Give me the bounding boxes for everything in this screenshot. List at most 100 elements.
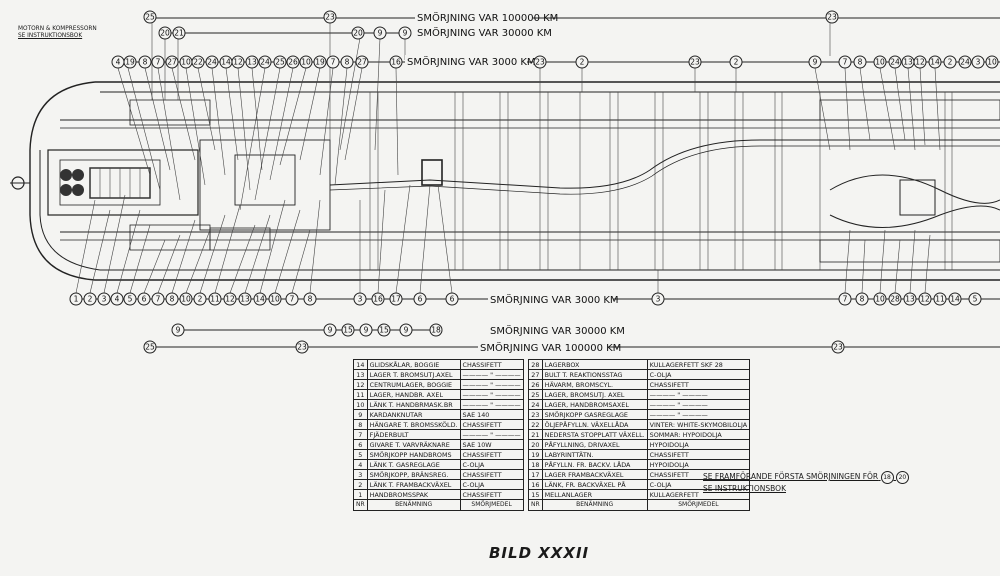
marker-3000-top-right-10: 10 bbox=[985, 55, 999, 69]
marker-3000-bottom-left-18: 16 bbox=[371, 292, 385, 306]
svg-text:7: 7 bbox=[843, 58, 848, 67]
legend-right-nr: 16 bbox=[528, 479, 543, 490]
svg-text:7: 7 bbox=[290, 295, 295, 304]
label-3000-bottom: SMÖRJNING VAR 3000 KM bbox=[490, 293, 619, 306]
svg-text:12: 12 bbox=[915, 58, 925, 67]
marker-3000-bottom-6b: 6 bbox=[445, 292, 459, 306]
legend-left-name: HÄNGARE T. BROMSSKÖLD. bbox=[366, 419, 461, 430]
svg-text:12: 12 bbox=[233, 58, 243, 67]
legend-left-lubricant: C-OLJA bbox=[459, 479, 524, 490]
svg-text:10: 10 bbox=[875, 58, 885, 67]
svg-text:19: 19 bbox=[125, 58, 135, 67]
svg-text:25: 25 bbox=[275, 58, 285, 67]
svg-text:9: 9 bbox=[404, 326, 409, 335]
marker-3000-bottom-right-6: 11 bbox=[933, 292, 947, 306]
svg-text:13: 13 bbox=[903, 58, 913, 67]
svg-text:9: 9 bbox=[403, 29, 408, 38]
marker-3000-top-mid-2: 23 bbox=[688, 55, 702, 69]
legend-left-name: KARDANKNUTAR bbox=[366, 409, 461, 420]
svg-text:3: 3 bbox=[656, 295, 661, 304]
marker-3000-top-left-5: 10 bbox=[179, 55, 193, 69]
marker-30000-bottom-1: 9 bbox=[323, 323, 337, 337]
marker-3000-bottom-left-15: 7 bbox=[285, 292, 299, 306]
legend-left-header-name: BENÄMNING bbox=[366, 499, 461, 511]
marker-30000-bottom-4: 15 bbox=[377, 323, 391, 337]
svg-text:8: 8 bbox=[308, 295, 313, 304]
legend-left-lubricant: ———— " ———— bbox=[459, 399, 524, 410]
marker-3000-top-right-6: 14 bbox=[928, 55, 942, 69]
svg-text:10: 10 bbox=[270, 295, 280, 304]
label-3000-top: SMÖRJNING VAR 3000 KM bbox=[407, 55, 536, 68]
svg-text:27: 27 bbox=[357, 58, 367, 67]
svg-text:26: 26 bbox=[288, 58, 298, 67]
svg-text:24: 24 bbox=[260, 58, 270, 67]
legend-right-nr: 27 bbox=[528, 369, 543, 380]
marker-30000-bottom-2: 15 bbox=[341, 323, 355, 337]
marker-3000-top-left-1: 19 bbox=[123, 55, 137, 69]
marker-3000-top-right-3: 24 bbox=[888, 55, 902, 69]
marker-3000-bottom-left-20: 6 bbox=[413, 292, 427, 306]
svg-text:25: 25 bbox=[145, 343, 155, 352]
legend-right-lubricant: C-OLJA bbox=[646, 369, 751, 380]
note-ref-20: 20 bbox=[895, 471, 909, 484]
marker-3000-top-left-19: 16 bbox=[389, 55, 403, 69]
svg-text:13: 13 bbox=[240, 295, 250, 304]
note-line-1-text: SE FRAMFÖRANDE FÖRSTA SMÖRJNINGEN FÖR bbox=[703, 472, 879, 481]
marker-3000-bottom-left-4: 5 bbox=[123, 292, 137, 306]
svg-text:8: 8 bbox=[860, 295, 865, 304]
legend-left-nr: 12 bbox=[353, 379, 368, 390]
marker-30000-top-2: 20 bbox=[351, 26, 365, 40]
svg-text:3: 3 bbox=[976, 58, 981, 67]
legend-left-nr: 1 bbox=[353, 489, 368, 500]
marker-3000-top-left-12: 25 bbox=[273, 55, 287, 69]
svg-text:2: 2 bbox=[88, 295, 93, 304]
svg-text:22: 22 bbox=[193, 58, 203, 67]
legend-right-name: BULT T. REAKTIONSSTAG bbox=[541, 369, 648, 380]
motor-note-line-1: MOTORN & KOMPRESSORN bbox=[18, 26, 97, 32]
svg-text:20: 20 bbox=[160, 29, 170, 38]
marker-3000-top-left-17: 8 bbox=[340, 55, 354, 69]
svg-text:12: 12 bbox=[225, 295, 235, 304]
marker-3000-bottom-right-0: 7 bbox=[838, 292, 852, 306]
legend-right-lubricant: HYPOIDOLJA bbox=[646, 439, 751, 450]
marker-3000-bottom-left-13: 14 bbox=[253, 292, 267, 306]
legend-right-nr: 24 bbox=[528, 399, 543, 410]
marker-3000-bottom-left-6: 7 bbox=[151, 292, 165, 306]
marker-100000-bottom-2: 23 bbox=[831, 340, 845, 354]
legend-left-nr: 2 bbox=[353, 479, 368, 490]
marker-100000-top-1: 23 bbox=[323, 10, 337, 24]
marker-3000-top-left-13: 26 bbox=[286, 55, 300, 69]
legend-right-name: NEDERSTA STOPPLATT VÄXELL. bbox=[541, 429, 648, 440]
svg-text:12: 12 bbox=[920, 295, 930, 304]
legend-right-lubricant: ———— " ———— bbox=[646, 399, 751, 410]
svg-text:2: 2 bbox=[580, 58, 585, 67]
marker-3000-bottom-right-8: 5 bbox=[968, 292, 982, 306]
label-100000-bottom: SMÖRJNING VAR 100000 KM bbox=[480, 341, 621, 354]
legend-left-nr: 3 bbox=[353, 469, 368, 480]
marker-3000-bottom-left-3: 4 bbox=[110, 292, 124, 306]
marker-3000-top-right-2: 10 bbox=[873, 55, 887, 69]
marker-30000-bottom-0: 9 bbox=[171, 323, 185, 337]
legend-left-nr: 13 bbox=[353, 369, 368, 380]
note-ref-18: 18 bbox=[880, 471, 894, 484]
svg-text:25: 25 bbox=[145, 13, 155, 22]
svg-text:7: 7 bbox=[843, 295, 848, 304]
marker-3000-top-left-8: 14 bbox=[219, 55, 233, 69]
legend-right-nr: 19 bbox=[528, 449, 543, 460]
legend-left-lubricant: CHASSIFETT bbox=[459, 489, 524, 500]
legend-left-name: LAGER T. BROMSUTJ.AXEL bbox=[366, 369, 461, 380]
marker-3000-top-left-10: 13 bbox=[245, 55, 259, 69]
marker-3000-top-right-1: 8 bbox=[853, 55, 867, 69]
marker-3000-bottom-left-19: 17 bbox=[389, 292, 403, 306]
marker-3000-bottom-right-2: 10 bbox=[873, 292, 887, 306]
svg-text:10: 10 bbox=[181, 295, 191, 304]
marker-3000-bottom-right-1: 8 bbox=[855, 292, 869, 306]
svg-text:8: 8 bbox=[345, 58, 350, 67]
legend-right-name: PÅFYLLNING, DRIVAXEL bbox=[541, 439, 648, 450]
